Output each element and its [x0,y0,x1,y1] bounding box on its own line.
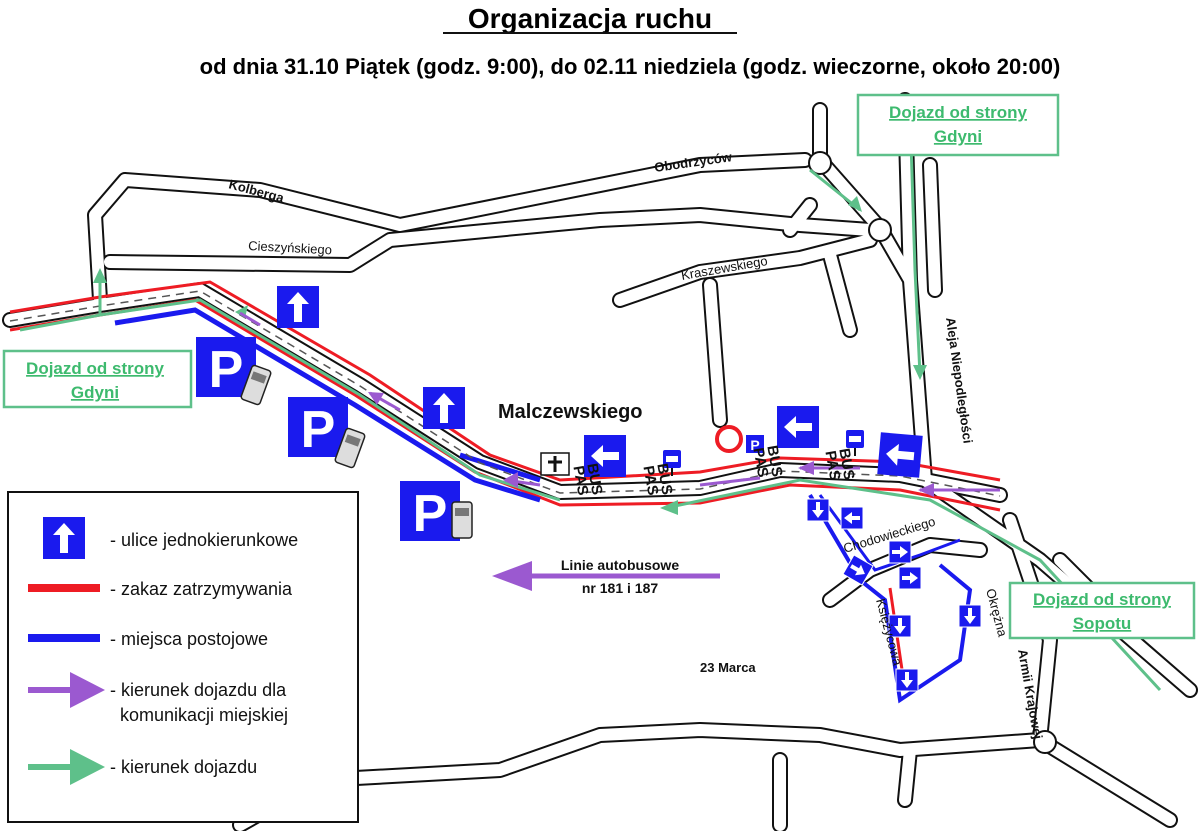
street-malczewskiego: Malczewskiego [498,401,643,423]
cross-sign [540,452,570,476]
svg-text:PAS: PAS [821,449,843,481]
svg-text:BUS: BUS [583,462,605,496]
street-aleja-niepodleglosci: Aleja Niepodległości [943,316,976,444]
svg-text:BUS: BUS [763,444,785,478]
legend-red-line-icon [28,584,100,592]
box-sopot: Dojazd od strony Sopotu [1008,581,1196,640]
legend-green-arrow-icon [28,749,105,785]
legend-label-access: - kierunek dojazdu [110,757,257,777]
legend-purple-arrow-icon [28,672,105,708]
street-kolberga: Kolberga [227,176,286,205]
svg-text:PAS: PAS [749,446,771,478]
svg-text:Linie autobusowe: Linie autobusowe [561,557,679,573]
small-parking-letter: P [750,437,759,453]
parking-signs: P [196,337,764,543]
purple-route [239,311,1000,497]
legend: - ulice jednokierunkowe - zakaz zatrzymy… [7,491,359,823]
svg-text:BUS: BUS [653,462,675,496]
subtitle: od dnia 31.10 Piątek (godz. 9:00), do 02… [200,54,1061,79]
svg-text:Dojazd od strony: Dojazd od strony [26,359,164,378]
svg-text:Sopotu: Sopotu [1073,614,1132,633]
center-line [9,290,1001,497]
svg-text:PAS: PAS [639,464,661,496]
svg-text:Gdyni: Gdyni [934,127,982,146]
svg-text:Gdyni: Gdyni [71,383,119,402]
svg-text:PAS: PAS [569,464,591,496]
bus-lines-arrow: Linie autobusowe nr 181 i 187 [492,557,720,596]
street-cieszynskiego: Cieszyńskiego [248,238,332,257]
legend-label-one-way: - ulice jednokierunkowe [110,530,298,550]
svg-text:BUS: BUS [835,447,857,481]
svg-text:Dojazd od strony: Dojazd od strony [1033,590,1171,609]
small-parking-sign [746,435,764,453]
legend-label-public-transport-2: komunikacji miejskiej [120,705,288,725]
box-gdynia-top: Dojazd od strony Gdyni [856,93,1060,157]
legend-label-public-transport: - kierunek dojazdu dla [110,680,287,700]
svg-text:nr 181 i 187: nr 181 i 187 [582,580,658,596]
street-kraszewskiego: Kraszewskiego [680,253,769,283]
street-23-marca: 23 Marca [700,660,756,675]
street-okrezna: Okrężna [983,587,1010,639]
legend-label-parking: - miejsca postojowe [110,629,268,649]
no-entry-sign [715,425,743,453]
legend-label-no-stopping: - zakaz zatrzymywania [110,579,293,599]
page-title: Organizacja ruchu [468,3,712,34]
box-gdynia-left: Dojazd od strony Gdyni [2,349,193,409]
svg-text:Dojazd od strony: Dojazd od strony [889,103,1027,122]
legend-one-way-icon [43,517,85,559]
legend-blue-line-icon [28,634,100,642]
